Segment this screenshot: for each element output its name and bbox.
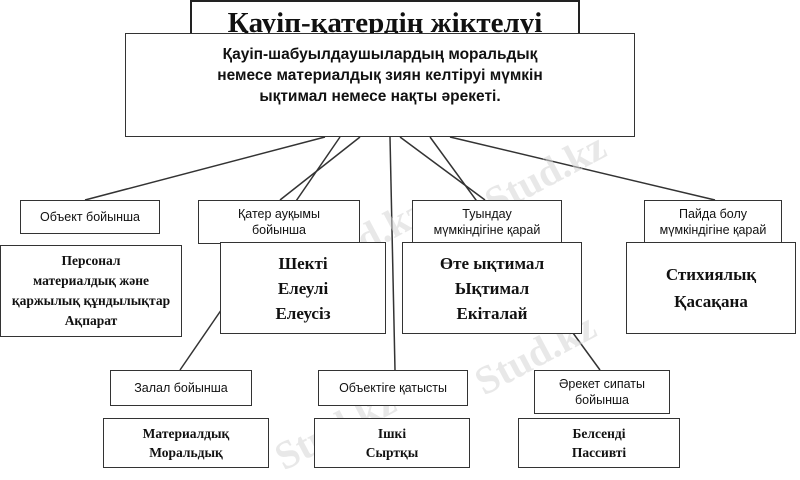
category-item: Шекті xyxy=(278,253,328,273)
category-item: Ішкі xyxy=(377,426,407,441)
category-item: Ықтимал xyxy=(454,278,530,298)
category-content-threat-scale: Шекті Елеулі Елеусіз xyxy=(220,242,386,334)
definition-line: немесе материалдық зиян келтіруі мүмкін xyxy=(217,67,543,84)
category-content-object-relation: Ішкі Сыртқы xyxy=(314,418,470,468)
category-item: Сыртқы xyxy=(365,445,419,460)
category-item: қаржылық құндылықтар xyxy=(11,293,171,308)
category-label-damage: Залал бойынша xyxy=(110,370,252,406)
connector-objekt xyxy=(84,136,326,201)
category-label-origin: Пайда болу мүмкіндігіне қарай xyxy=(644,200,782,244)
category-item: материалдық және xyxy=(33,273,149,288)
definition-line: ықтимал немесе нақты әрекеті. xyxy=(259,88,501,105)
category-item: Екіталай xyxy=(456,303,528,323)
category-label-threat-scale: Қатер ауқымы бойынша xyxy=(198,200,360,244)
category-item: Белсенді xyxy=(572,426,626,441)
definition-box: Қауіп-шабуылдаушылардың моральдық немесе… xyxy=(125,33,635,137)
category-item: Ақпарат xyxy=(64,313,118,328)
category-item: Өте ықтимал xyxy=(439,253,545,273)
category-item: Материалдық xyxy=(142,426,230,441)
category-content-damage: Материалдық Моральдық xyxy=(103,418,269,468)
category-content-occurrence: Өте ықтимал Ықтимал Екіталай xyxy=(402,242,582,334)
category-label-occurrence: Туындау мүмкіндігіне қарай xyxy=(412,200,562,244)
connector-objektige xyxy=(389,136,396,371)
category-content-action-nature: Белсенді Пассивті xyxy=(518,418,680,468)
category-item: Персонал xyxy=(61,253,121,268)
category-label-action-nature: Әрекет сипаты бойынша xyxy=(534,370,670,414)
connector-kater xyxy=(279,136,361,201)
category-content-object: Персонал материалдық және қаржылық құнды… xyxy=(0,245,182,337)
category-item: Пассивті xyxy=(571,445,627,460)
category-item: Қасақана xyxy=(674,292,748,311)
category-item: Стихиялық xyxy=(665,265,757,284)
category-label-object: Объект бойынша xyxy=(20,200,160,234)
category-item: Елеулі xyxy=(277,278,329,298)
category-item: Елеусіз xyxy=(275,303,331,323)
connector-payda xyxy=(449,136,716,201)
category-label-object-relation: Объектіге қатысты xyxy=(318,370,468,406)
definition-line: Қауіп-шабуылдаушылардың моральдық xyxy=(222,46,538,63)
category-content-origin: Стихиялық Қасақана xyxy=(626,242,796,334)
category-item: Моральдық xyxy=(149,445,223,460)
connector-tuyndau xyxy=(399,136,486,201)
